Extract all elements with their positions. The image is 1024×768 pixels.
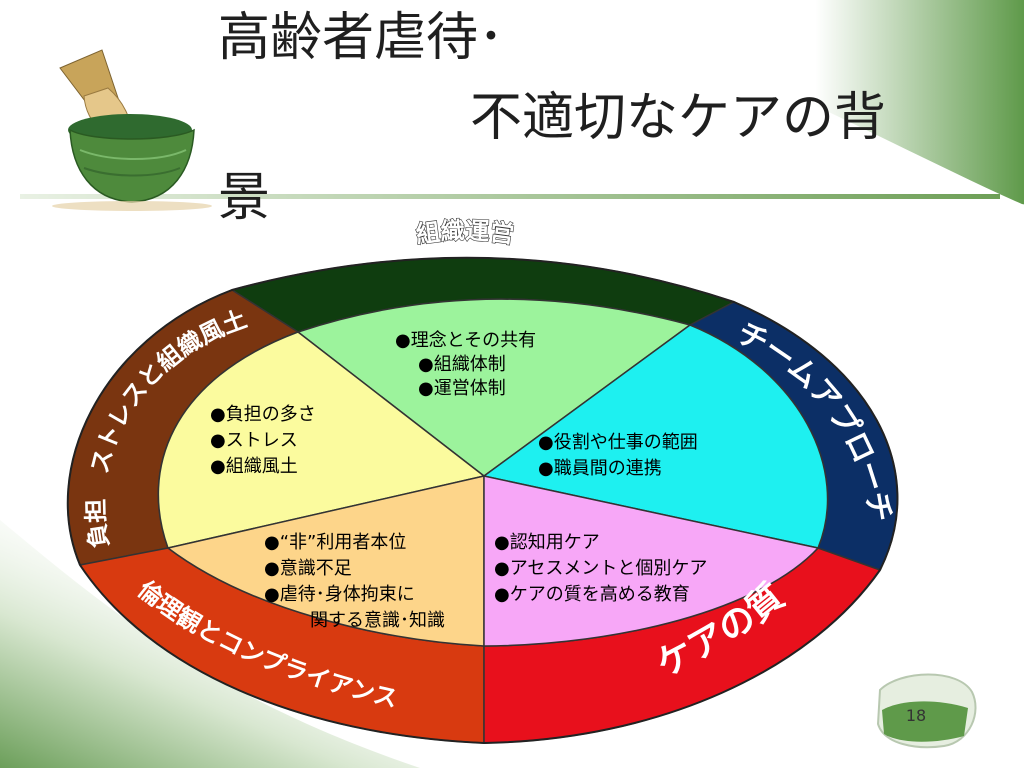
tea-bowl-icon (52, 49, 212, 211)
segment-bottom-right-item: ●認知用ケア (494, 532, 600, 553)
segment-top-item: ●理念とその共有 (395, 330, 537, 351)
segment-bottom-right-item: ●アセスメントと個別ケア (494, 558, 708, 579)
segment-top-item: ●運営体制 (418, 378, 506, 399)
segment-left-item: ●組織風土 (210, 456, 298, 477)
slide-title-line-1: 高齢者虐待･ (218, 8, 505, 68)
title-underline-glow (300, 204, 1024, 220)
segment-right-item: ●職員間の連携 (538, 458, 662, 479)
segment-top-item: ●組織体制 (418, 354, 506, 375)
wheel-outline (66, 256, 899, 745)
segment-bottom-left-item: ●虐待･身体拘束に (264, 584, 415, 605)
inner-sector-bottom-right (483, 475, 820, 647)
segment-bottom-left-item: ●“非”利用者本位 (264, 532, 407, 553)
title-underline (20, 194, 1000, 199)
inner-sector-right (482, 324, 829, 549)
inner-sector-top (296, 298, 692, 477)
segment-bottom-right-item: ●ケアの質を高める教育 (494, 584, 690, 605)
slide-title-line-3: 景 (218, 168, 271, 228)
segment-left-item: ●ストレス (210, 430, 298, 451)
page-number: 18 (905, 706, 927, 725)
segment-bottom-left-item: ●意識不足 (264, 558, 352, 579)
segment-bottom-left-item: 関する意識･知識 (310, 610, 445, 631)
ring-label-top: 組織運営 (414, 217, 515, 249)
page-number-badge (876, 673, 977, 749)
inner-sector-bottom-left (166, 475, 485, 647)
segment-left-item: ●負担の多さ (210, 404, 316, 425)
segment-right-item: ●役割や仕事の範囲 (538, 432, 698, 453)
top-right-green-wash (560, 0, 1024, 205)
slide-title-line-2: 不適切なケアの背 (470, 88, 887, 148)
bottom-left-green-wash (0, 520, 420, 768)
